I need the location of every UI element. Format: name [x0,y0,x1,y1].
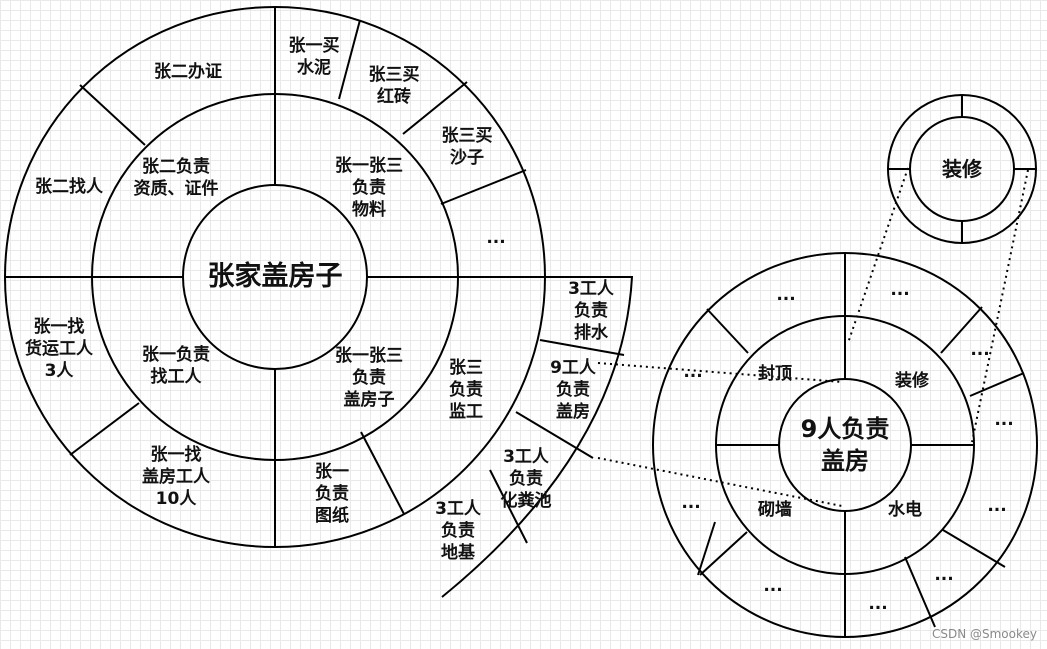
left-outer-label: 张一 负责 图纸 [315,462,349,526]
right-sector-line [969,372,1025,397]
right-sector-line [942,529,1006,568]
right-outer-label: ... [890,280,910,300]
left-outer-label: 张一找 货运工人 3人 [25,317,93,381]
right-inner-label: 封顶 [758,364,792,384]
left-outer-label: 张三 负责 监工 [449,358,483,422]
tail-divider [515,411,594,459]
right-sector-line [706,308,749,354]
right-outer-label: ... [934,565,954,585]
watermark: CSDN @Smookey [931,627,1037,641]
right-wheel [652,252,1038,638]
left-sector-line [360,431,405,515]
left-outer-label: 张三买 沙子 [441,126,493,168]
tail-label: 3工人 负责 排水 [568,279,614,343]
right-sector-line [940,306,983,354]
left-tail-outline [441,276,634,598]
right-outer-label: ... [681,493,701,513]
right-outer-label: ... [683,362,703,382]
tail-label: 3工人 负责 化粪池 [500,447,552,511]
left-sector-line [402,81,468,135]
connector-dotted [847,167,909,344]
right-sector-line [904,556,936,628]
small-center-label: 装修 [942,157,982,181]
right-outer-label: ... [776,285,796,305]
small-wheel [887,94,1037,244]
right-outer-label: ... [994,410,1014,430]
left-sector-line [69,402,140,456]
tail-label: 9工人 负责 盖房 [550,358,596,422]
left-sector-line [440,169,527,205]
connectors [597,167,1029,507]
left-outer-label: 张二办证 [154,62,222,82]
left-wheel [4,6,634,598]
right-sector-line [697,521,716,576]
right-inner-label: 水电 [888,500,922,520]
connector-dotted [597,362,843,383]
tail-label: 3工人 负责 地基 [435,499,481,563]
right-outer-label: ... [970,340,990,360]
right-inner-label: 砌墙 [758,500,792,520]
left-sector-line [79,84,146,146]
left-center-label: 张家盖房子 [207,261,343,292]
connector-dotted [971,169,1029,443]
left-inner-label: 张一张三 负责 盖房子 [335,346,403,410]
left-sector-line [338,19,361,100]
right-outer-label: ... [868,594,888,614]
left-outer-label: 张一找 盖房工人 10人 [142,445,210,509]
left-outer-label: 张三买 红砖 [368,65,420,107]
tail-divider [489,469,528,544]
right-inner-label: 装修 [895,371,929,391]
tail-divider [539,339,625,356]
left-inner-label: 张二负责 资质、证件 [133,157,219,199]
right-center-label: 9人负责 盖房 [800,415,890,475]
left-outer-label: ... [486,228,506,248]
left-inner-label: 张一负责 找工人 [142,345,210,387]
left-inner-label: 张一张三 负责 物料 [335,156,403,220]
right-outer-label: ... [987,496,1007,516]
left-outer-label: 张一买 水泥 [288,36,340,78]
left-outer-label: 张二找人 [35,177,103,197]
right-outer-label: ... [763,576,783,596]
right-sector-line [699,531,748,576]
